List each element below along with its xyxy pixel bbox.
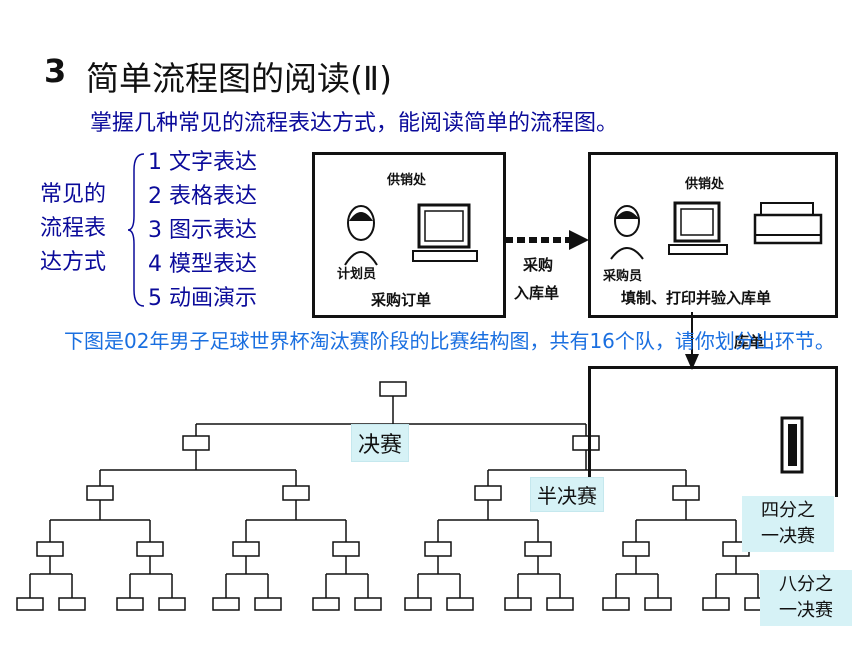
list-item: 1 文字表达 (148, 150, 257, 175)
panel-header: 供销处 (685, 177, 725, 192)
panel-header: 供销处 (387, 173, 427, 188)
person-label: 计划员 (337, 267, 377, 282)
bracket-diagram (16, 381, 772, 611)
panel-caption: 填制、打印并验入库单 (621, 289, 772, 307)
methods-label-line: 流程表 (40, 216, 107, 241)
title-number: 3 (44, 52, 67, 90)
flow-panel-lower (588, 366, 838, 497)
list-item: 4 模型表达 (148, 252, 257, 277)
stage-quarter-label: 四分之 一决赛 (742, 496, 834, 552)
device-icon (780, 416, 804, 474)
list-item: 3 图示表达 (148, 218, 257, 243)
panel-caption: 采购订单 (371, 291, 432, 309)
intro-text: 下图是02年男子足球世界杯淘汰赛阶段的比赛结构图，共有16个队，请你划分出环节。 (20, 326, 840, 356)
intro-text-content: 下图是02年男子足球世界杯淘汰赛阶段的比赛结构图，共有16个队，请你划分出环节。 (64, 329, 835, 353)
down-arrow-icon (685, 312, 699, 370)
brace-icon (127, 153, 145, 307)
methods-list: 1 文字表达 2 表格表达 3 图示表达 4 模型表达 5 动画演示 (148, 146, 257, 316)
list-item: 5 动画演示 (148, 286, 257, 311)
arrow-label: 入库单 (514, 284, 560, 302)
dashed-arrow-icon (505, 230, 589, 250)
stage-round16-label: 八分之 一决赛 (760, 570, 852, 626)
stage-semi-label: 半决赛 (530, 477, 604, 512)
arrow-label: 采购 (523, 256, 554, 274)
flow-panel-left: 供销处 计划员 采购订单 (312, 152, 506, 318)
planner-computer-icon (344, 203, 478, 266)
page-title: 简单流程图的阅读(Ⅱ) (86, 59, 392, 98)
stage-final-label: 决赛 (351, 424, 410, 462)
partial-label: 库单 (734, 333, 765, 351)
stage-round16-line: 一决赛 (779, 600, 833, 621)
stage-round16-line: 八分之 (779, 574, 833, 595)
methods-label-line: 达方式 (40, 250, 107, 275)
methods-label-line: 常见的 (40, 182, 107, 207)
list-item: 2 表格表达 (148, 184, 257, 209)
methods-label: 常见的 流程表 达方式 (40, 178, 106, 280)
subtitle: 掌握几种常见的流程表达方式，能阅读简单的流程图。 (90, 111, 619, 136)
flow-panel-right: 供销处 采购员 填制、打印并验入库单 (588, 152, 838, 318)
stage-quarter-line: 四分之 (761, 500, 815, 521)
stage-quarter-line: 一决赛 (761, 526, 815, 547)
clerk-computer-printer-icon (610, 201, 823, 260)
person-label: 采购员 (603, 269, 643, 284)
